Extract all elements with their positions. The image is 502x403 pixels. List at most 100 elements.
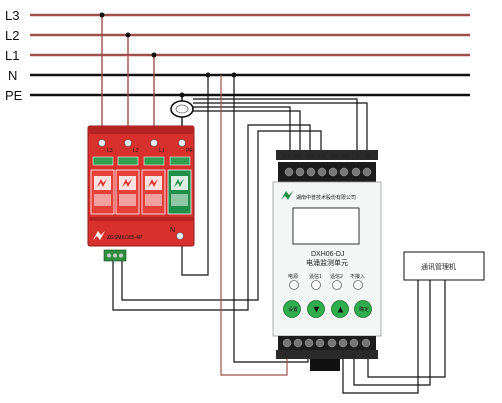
bus-label-pe: PE [5, 88, 23, 103]
button-up-label: ▲ [336, 305, 346, 316]
status-window-l1 [143, 156, 165, 166]
terminal-screws-bottom [282, 338, 371, 348]
spd-top-label-pe: PE [186, 148, 193, 154]
wire-n-to-spd [181, 75, 209, 276]
monitor-company-logo [281, 191, 293, 200]
led-power [289, 280, 299, 290]
status-window-l3 [92, 156, 114, 166]
monitor-din-clip [310, 359, 340, 371]
status-window-pe [169, 156, 191, 166]
bus-lines: L3 L2 L1 N PE [5, 8, 470, 103]
top-screw-5 [328, 167, 338, 177]
bottom-screw-6 [338, 338, 348, 348]
screw-l2 [124, 139, 132, 147]
bottom-screw-7 [349, 338, 359, 348]
wire-a-to-comm [342, 280, 419, 394]
button-up[interactable] [331, 300, 349, 318]
module-specs-pe [171, 194, 188, 206]
spd-top-label-l2: L2 [133, 148, 139, 154]
led-sig1 [311, 280, 321, 290]
led-na [353, 280, 363, 290]
bottom-screw-2 [293, 338, 303, 348]
wire-v1 [193, 98, 358, 150]
led-label-power: 电源 [288, 273, 298, 280]
terminal-bottom-n: N [306, 353, 310, 359]
remote-pin-3 [119, 253, 123, 258]
terminal-top-4: DI2 [318, 154, 326, 160]
top-screw-3 [306, 167, 316, 177]
screw-l1 [150, 139, 158, 147]
button-down-label: ▼ [312, 305, 322, 316]
surge-monitoring-unit: DI1 DI1 DI2 DI2 DO DO V V 湖南中普技术股份有限公司 D… [272, 150, 382, 371]
bottom-screw-4 [315, 338, 325, 348]
bus-label-l1: L1 [5, 48, 19, 63]
bus-label-l3: L3 [5, 8, 19, 23]
button-ok-label: 确定 [359, 306, 369, 313]
junction-pe [179, 92, 185, 98]
screw-l3 [98, 139, 106, 147]
bus-label-l2: L2 [5, 28, 19, 43]
top-screw-7 [351, 167, 361, 177]
screw-pe [178, 139, 186, 147]
status-window-l2 [117, 156, 139, 166]
terminal-bottom-pe: PE [363, 353, 370, 359]
monitor-terminal-block-bottom [278, 336, 376, 350]
wire-ct-to-di1 [193, 106, 291, 150]
spd-supply-wires [99, 12, 237, 133]
terminal-top-6: DO [342, 154, 350, 160]
spd-bottom-rail [88, 217, 194, 221]
current-transformer [170, 100, 194, 118]
top-screw-4 [317, 167, 327, 177]
monitor-rail-bottom [276, 350, 378, 359]
monitor-rail-top [276, 150, 378, 160]
top-screw-6 [339, 167, 349, 177]
led-label-sig1: 遥信1 [309, 273, 322, 280]
spd-top-rail [88, 126, 194, 134]
button-ok[interactable] [354, 300, 372, 318]
screw-n [176, 232, 184, 240]
wire-pe-monitor [367, 280, 446, 378]
logo-mark-l1 [148, 179, 158, 187]
current-transformer-core [175, 104, 189, 114]
junction-l1 [151, 52, 157, 58]
surge-protector: L3 L2 L1 PE ZGSMK/385-4P N [87, 125, 195, 262]
module-specs-l2 [119, 194, 136, 206]
comm-manager-label: 通讯管理机 [421, 262, 456, 271]
spd-top-label-l1: L1 [159, 148, 165, 154]
terminal-bottom-l: L [285, 353, 288, 359]
monitor-lcd [292, 207, 360, 245]
top-screw-8 [362, 167, 372, 177]
junction-l2 [125, 32, 131, 38]
logo-mark-l2 [122, 179, 132, 187]
module-specs-l3 [94, 194, 111, 206]
monitor-model: DXH06-DJ [311, 251, 344, 258]
current-transformer-ring [170, 100, 194, 118]
terminal-top-3: DI2 [306, 154, 314, 160]
top-screw-2 [295, 167, 305, 177]
wire-l-to-monitor [220, 75, 288, 376]
terminal-bottom-b: B [352, 353, 356, 359]
button-down[interactable] [307, 300, 325, 318]
top-screw-1 [284, 167, 294, 177]
wire-di2b-loop [121, 130, 322, 301]
logo-mark-pe [174, 179, 184, 187]
led-label-na: 不接入 [350, 273, 365, 280]
terminal-screws-top [284, 167, 372, 177]
remote-pin-2 [113, 253, 117, 258]
led-label-sig2: 遥信2 [330, 273, 343, 280]
wire-ct-to-di1b [193, 110, 301, 150]
terminal-bottom-a: A [341, 353, 345, 359]
led-sig2 [332, 280, 342, 290]
bus-label-n: N [8, 68, 17, 83]
button-set[interactable] [283, 300, 301, 318]
bottom-screw-5 [327, 338, 337, 348]
module-specs-l1 [145, 194, 162, 206]
wire-b-to-comm [353, 280, 431, 386]
logo-mark-l3 [97, 179, 107, 187]
terminal-top-5: DO [331, 154, 339, 160]
monitor-terminal-block-top [278, 162, 376, 182]
terminal-top-7: V [356, 154, 360, 160]
comm-manager-box [403, 251, 485, 281]
spd-brand-logo [93, 231, 105, 240]
